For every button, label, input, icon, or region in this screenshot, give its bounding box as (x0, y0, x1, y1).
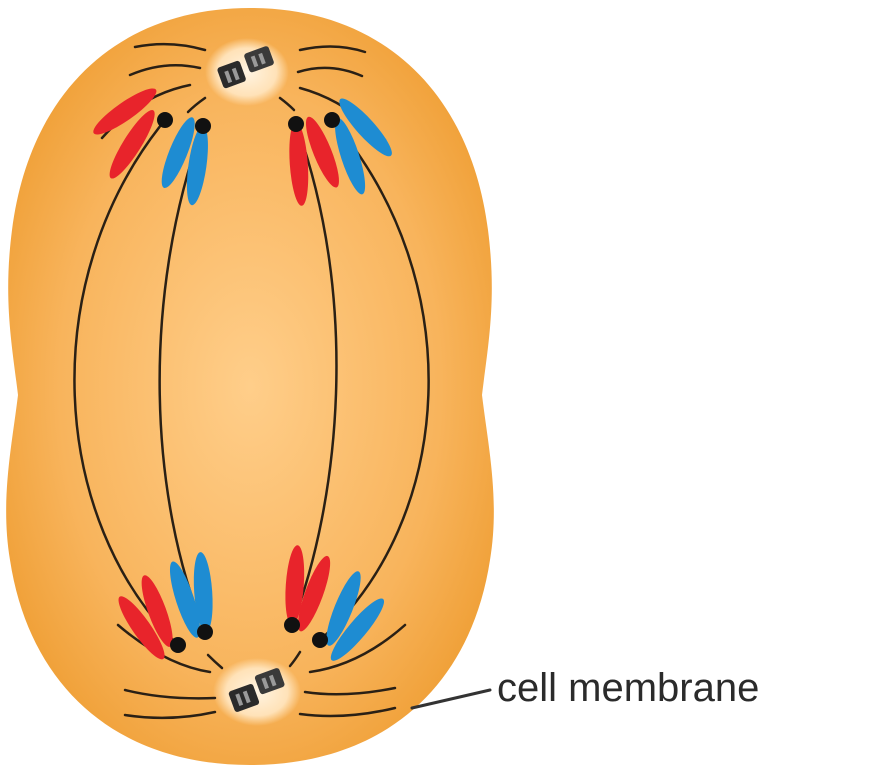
bottom-chromosomes (118, 545, 385, 661)
chromosome-red (297, 555, 331, 632)
spindle-fiber (319, 119, 430, 641)
spindle-fiber (290, 123, 338, 626)
chromosome-red (93, 88, 157, 135)
spindle-fiber (73, 119, 179, 646)
chromosome-blue (186, 125, 208, 206)
chromosome-red (289, 122, 309, 206)
chromosome-red (305, 116, 339, 188)
cell-membrane-label: cell membrane (497, 666, 759, 710)
bottom-aster (116, 623, 407, 720)
chromosome-blue (339, 98, 392, 157)
chromosome-red (118, 596, 165, 660)
centromere (324, 112, 340, 128)
top-chromosomes (93, 88, 392, 206)
spindle-fiber (158, 125, 207, 633)
cell-cytoplasm (6, 8, 494, 765)
spindle-fibers (73, 119, 430, 646)
top-centriole (217, 46, 274, 89)
centromere (312, 632, 328, 648)
chromosome-blue (335, 118, 366, 195)
centromere (288, 116, 304, 132)
top-centrosome-region (205, 38, 289, 106)
cell-membrane-leader-line (410, 688, 492, 710)
centromere (157, 112, 173, 128)
bottom-centriole (228, 668, 285, 712)
chromosome-blue (161, 117, 195, 189)
chromosome-red (285, 545, 305, 626)
centromere (195, 118, 211, 134)
centromere (284, 617, 300, 633)
chromosome-blue (330, 598, 385, 661)
centromere (197, 624, 213, 640)
chromosome-red (109, 110, 155, 179)
chromosome-blue (326, 571, 361, 646)
chromosome-red (141, 575, 173, 647)
bottom-centrosome-region (213, 658, 301, 726)
chromosome-blue (169, 561, 201, 638)
centromere (170, 637, 186, 653)
chromosome-blue (193, 552, 213, 632)
